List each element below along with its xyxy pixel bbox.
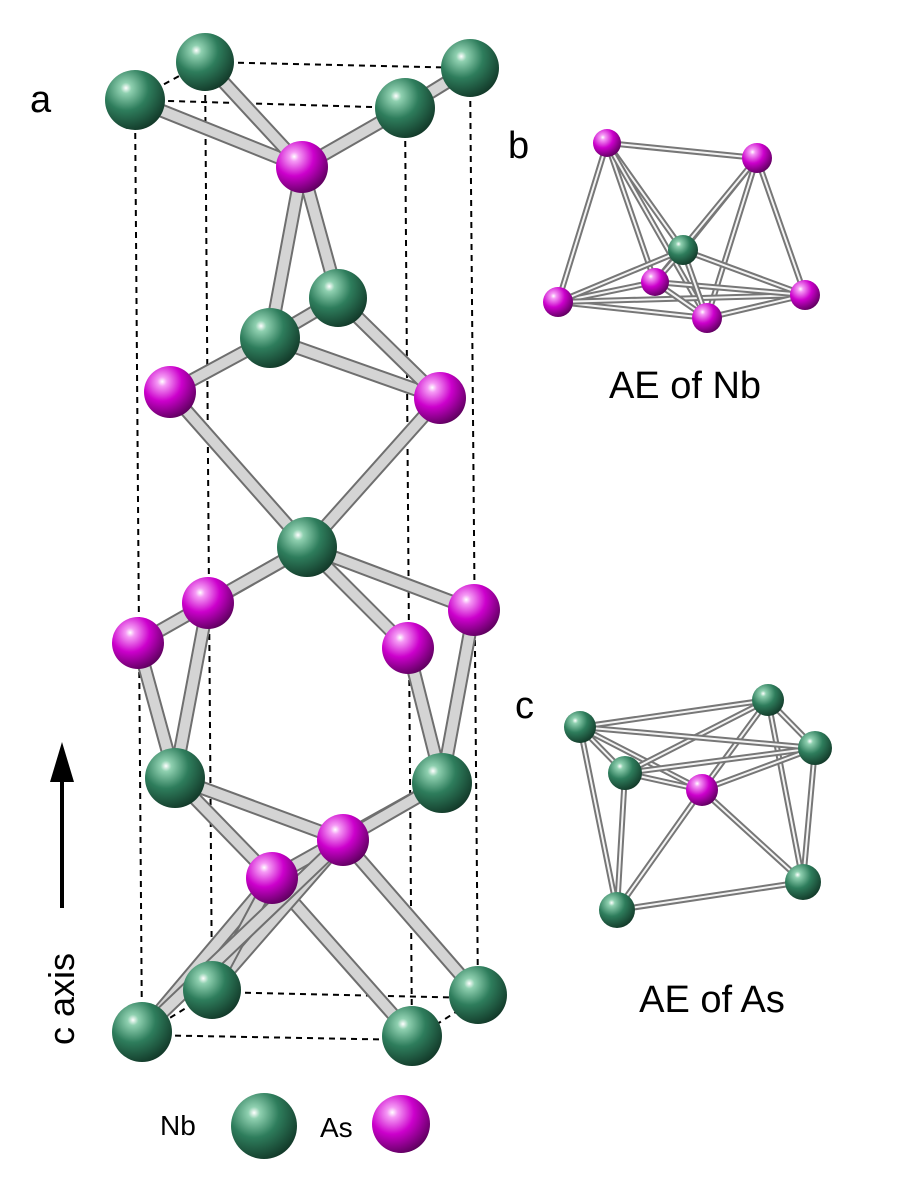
nb-atom [608, 756, 642, 790]
bond-highlight [701, 747, 816, 791]
panel-c-atoms [564, 684, 832, 928]
as-atom [382, 622, 434, 674]
nb-atom [375, 78, 435, 138]
nb-atom [183, 961, 241, 1019]
panel-a-atoms [105, 33, 507, 1066]
nb-atom [176, 33, 234, 91]
panel-label-b: b [508, 125, 529, 167]
as-atom [641, 268, 669, 296]
cell-edge [204, 61, 213, 993]
legend-as-label: As [320, 1112, 353, 1143]
panel-label-a: a [30, 79, 52, 121]
as-atom [742, 143, 772, 173]
bond-highlight [606, 142, 708, 319]
bond-highlight [624, 747, 816, 774]
as-atom [112, 617, 164, 669]
as-atom [276, 141, 328, 193]
nb-atom [382, 1006, 442, 1066]
bond-highlight [579, 726, 618, 911]
nb-atom [785, 864, 821, 900]
nb-atom [752, 684, 784, 716]
bond-highlight [706, 157, 758, 319]
bond-highlight [557, 249, 684, 303]
as-atom [543, 287, 573, 317]
caption-ae-as: AE of As [639, 979, 785, 1021]
nb-atom [798, 731, 832, 765]
bond-highlight [137, 835, 348, 1037]
as-atom [790, 280, 820, 310]
bond-highlight [616, 772, 626, 911]
nb-atom [277, 517, 337, 577]
bond-highlight [682, 249, 806, 296]
nb-atom [145, 748, 205, 808]
cell-edge [404, 107, 413, 1041]
as-atom [686, 774, 718, 806]
bond-highlight [165, 387, 312, 552]
as-atom [692, 303, 722, 333]
nb-atom [564, 711, 596, 743]
bond-highlight [579, 699, 769, 728]
nb-atom [599, 892, 635, 928]
as-atom [317, 814, 369, 866]
bond-highlight [654, 281, 806, 296]
bond-highlight [767, 699, 804, 883]
bond-highlight [701, 699, 769, 791]
panel-c-bonds [577, 697, 818, 913]
nb-atom [441, 39, 499, 97]
as-atom [182, 577, 234, 629]
bond-highlight [265, 333, 445, 403]
bond-highlight [302, 393, 445, 552]
c-axis-arrow-head [50, 742, 74, 782]
nb-atom [112, 1002, 172, 1062]
as-atom [448, 584, 500, 636]
nb-atom [668, 235, 698, 265]
nb-atom [412, 753, 472, 813]
bond-highlight [756, 157, 806, 296]
c-axis-indicator: c axis [41, 742, 82, 1045]
bond-highlight [557, 301, 708, 319]
cell-edge [141, 1034, 413, 1041]
legend: Nb As [160, 1093, 430, 1159]
nb-atom [309, 269, 367, 327]
as-atom [144, 366, 196, 418]
panel-b-nb-environment [543, 129, 820, 333]
bond-highlight [606, 142, 656, 283]
bond-highlight [557, 142, 608, 303]
cell-edge [204, 61, 471, 69]
bond-highlight [616, 881, 804, 911]
bond-highlight [802, 747, 816, 883]
panel-c-as-environment [564, 684, 832, 928]
bond-highlight [606, 142, 758, 159]
panel-label-c: c [515, 685, 534, 727]
panel-b-atoms [543, 129, 820, 333]
panel-b-bonds [555, 140, 808, 321]
nb-atom [449, 966, 507, 1024]
bond-highlight [579, 726, 703, 791]
c-axis-label: c axis [41, 953, 82, 1045]
legend-nb-label: Nb [160, 1110, 196, 1141]
bond-highlight [579, 726, 816, 749]
legend-as-swatch [372, 1095, 430, 1153]
bond-highlight [701, 789, 804, 883]
cell-edge [211, 991, 479, 999]
legend-nb-swatch [231, 1093, 297, 1159]
as-atom [246, 852, 298, 904]
nb-atom [105, 70, 165, 130]
cell-edge [134, 99, 406, 109]
as-atom [593, 129, 621, 157]
panel-a-unit-cell [105, 33, 507, 1066]
caption-ae-nb: AE of Nb [609, 365, 761, 407]
nb-atom [240, 308, 300, 368]
cell-edge [469, 67, 479, 999]
cell-edge [134, 99, 143, 1036]
bond-highlight [706, 294, 806, 319]
bond-highlight [338, 835, 483, 1000]
bond-highlight [616, 789, 703, 911]
as-atom [414, 372, 466, 424]
